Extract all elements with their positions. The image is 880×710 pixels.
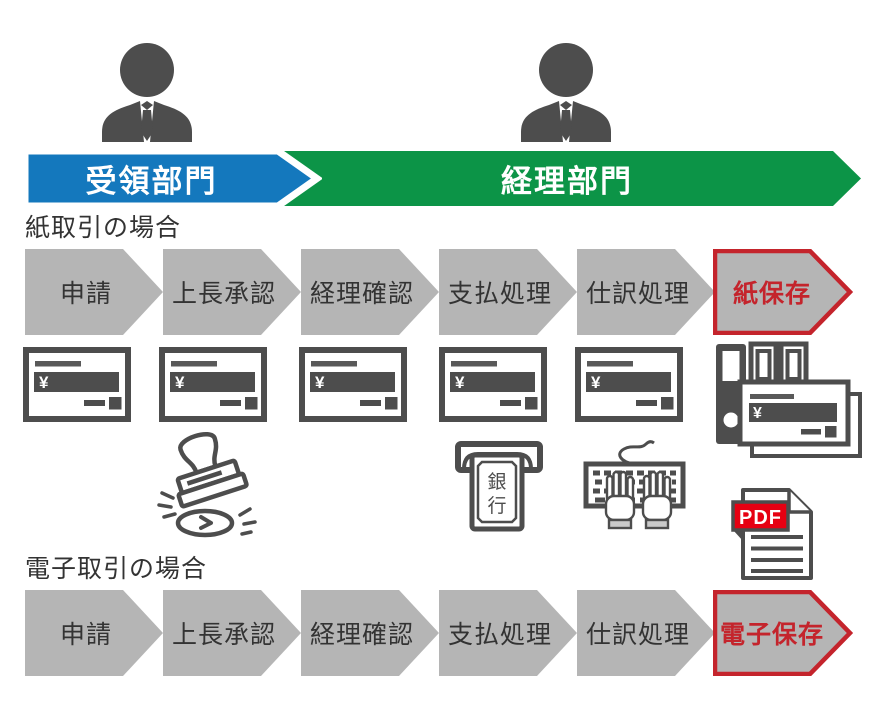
- svg-text:¥: ¥: [591, 373, 601, 392]
- bank-atm-icon: 銀 行: [455, 441, 543, 532]
- pdf-document-icon: PDF: [731, 488, 813, 580]
- person-receiving-icon: [102, 43, 192, 142]
- accounting-department-label: 経理部門: [501, 164, 633, 199]
- paper-storage-label: 紙保存: [732, 280, 811, 308]
- paper-step-application: 申請: [25, 249, 163, 335]
- receipt-icon: ¥: [575, 347, 683, 422]
- svg-text:行: 行: [487, 495, 506, 517]
- receipt-icon: ¥: [299, 347, 407, 422]
- receipt-icon: ¥: [439, 347, 547, 422]
- electronic-step-accounting-check: 経理確認: [301, 590, 439, 676]
- svg-text:銀: 銀: [487, 471, 506, 493]
- electronic-step-supervisor-approval: 上長承認: [163, 590, 301, 676]
- paper-section-title: 紙取引の場合: [25, 214, 182, 242]
- svg-text:PDF: PDF: [739, 507, 782, 529]
- electronic-storage-label: 電子保存: [719, 621, 824, 649]
- receiving-arrow-shape: [21, 147, 322, 210]
- paper-step-journal-entry: 仕訳処理: [577, 249, 715, 335]
- keyboard-typing-icon: [583, 440, 686, 530]
- receipt-icon: ¥: [159, 347, 267, 422]
- receipt-icon: ¥: [23, 347, 131, 422]
- electronic-section-title: 電子取引の場合: [25, 555, 208, 583]
- paper-step-supervisor-approval: 上長承認: [163, 249, 301, 335]
- banner-accounting-department: 経理部門: [283, 151, 861, 206]
- approval-stamp-icon: [157, 432, 257, 538]
- svg-text:¥: ¥: [455, 373, 465, 392]
- banner-receiving-department: 受領部門: [20, 146, 322, 211]
- electronic-step-application: 申請: [25, 590, 163, 676]
- paper-step-payment: 支払処理: [439, 249, 577, 335]
- person-accounting-icon: [521, 43, 611, 142]
- paper-step-accounting-check: 経理確認: [301, 249, 439, 335]
- paper-step-paper-storage: 紙保存: [713, 249, 853, 335]
- electronic-step-journal-entry: 仕訳処理: [577, 590, 715, 676]
- electronic-step-payment: 支払処理: [439, 590, 577, 676]
- svg-text:¥: ¥: [175, 373, 185, 392]
- paper-storage-arrow-shape: [713, 249, 853, 335]
- svg-text:¥: ¥: [315, 373, 325, 392]
- electronic-step-electronic-storage: 電子保存: [713, 590, 853, 676]
- binder-archive-icon: ¥: [716, 341, 862, 458]
- receiving-department-label: 受領部門: [85, 164, 218, 199]
- svg-text:¥: ¥: [753, 405, 762, 422]
- svg-text:¥: ¥: [39, 373, 49, 392]
- electronic-storage-arrow-shape: [713, 590, 853, 676]
